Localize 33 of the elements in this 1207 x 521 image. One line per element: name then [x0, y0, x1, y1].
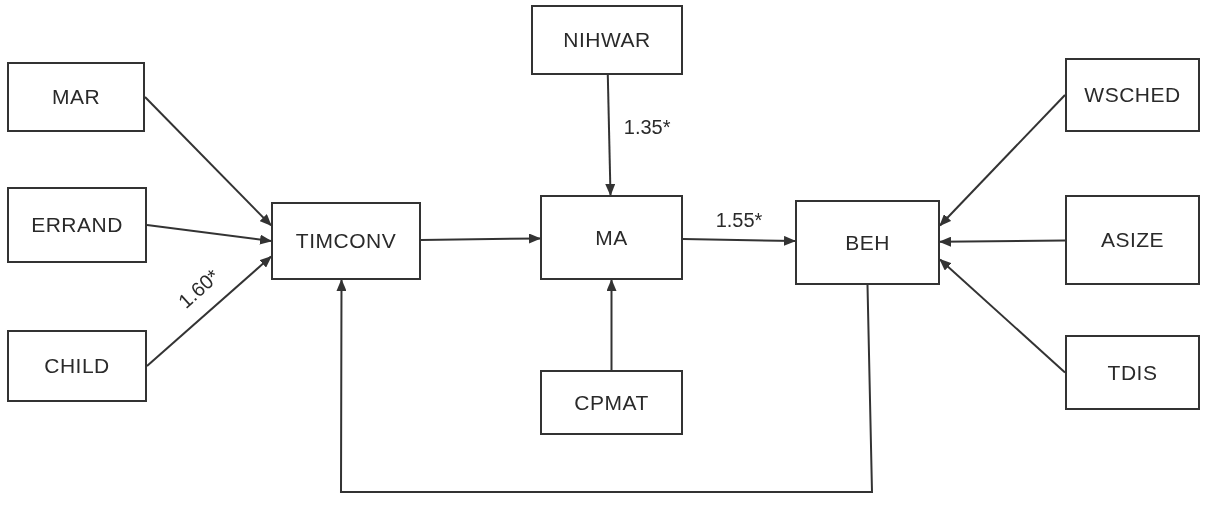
variable-name: CPMAT	[574, 390, 649, 415]
arrow	[146, 224, 272, 245]
arrow	[606, 279, 617, 371]
variable-name: TIMCONV	[295, 229, 397, 253]
variable-box	[7, 330, 147, 402]
variable-name: TDIS	[1107, 360, 1158, 385]
variable-box	[1065, 58, 1200, 132]
variable-box	[1065, 195, 1200, 285]
arrow	[939, 236, 1066, 247]
arrow	[336, 279, 874, 493]
variable-name: ERRAND	[31, 213, 123, 237]
variable-box	[1065, 335, 1200, 410]
variable-box	[540, 370, 683, 435]
arrow	[682, 235, 796, 246]
variable-box	[531, 5, 683, 75]
variable-name: BEH	[845, 230, 890, 255]
arrow	[146, 255, 272, 367]
arrow	[605, 74, 616, 196]
variable-name: CHILD	[44, 354, 110, 378]
variable-name: MAR	[51, 85, 101, 109]
arrow	[939, 258, 1066, 374]
arrow	[939, 94, 1066, 227]
variable-box	[7, 62, 145, 132]
arrow	[420, 233, 541, 244]
variable-name: WSCHED	[1084, 83, 1181, 107]
variable-name: MA	[595, 225, 628, 250]
variable-name: ASIZE	[1100, 228, 1165, 252]
variable-box	[7, 187, 147, 263]
arrow	[144, 96, 272, 227]
variable-name: NIHWAR	[563, 28, 651, 52]
variable-box	[540, 195, 683, 280]
variable-box	[795, 200, 940, 285]
variable-box	[271, 202, 421, 280]
